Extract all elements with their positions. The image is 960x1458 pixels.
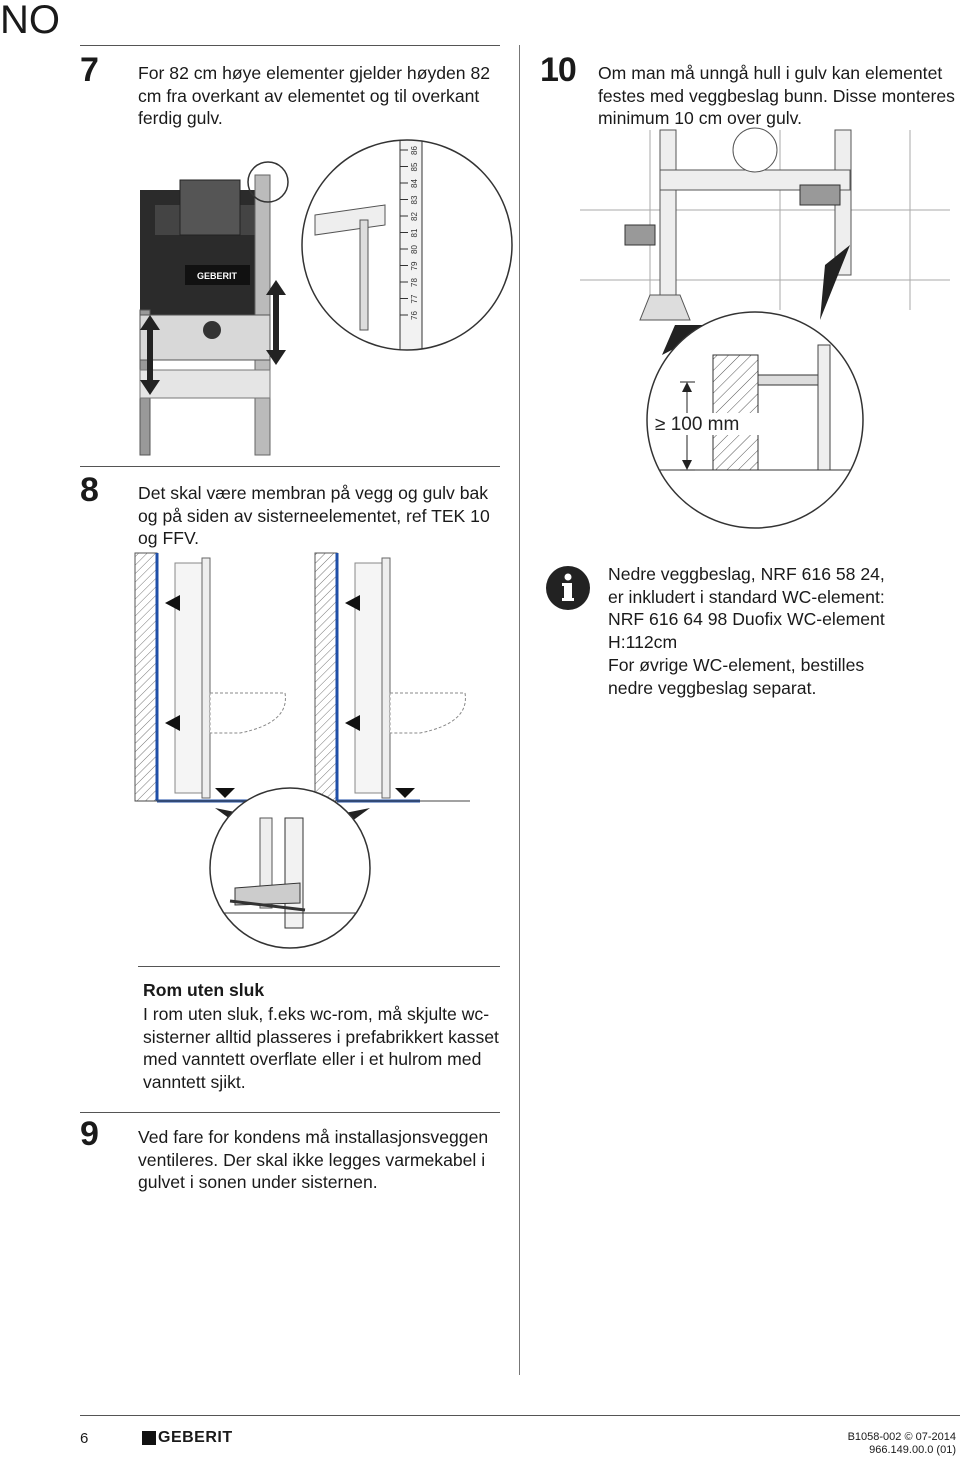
info-line-4: H:112cm (608, 632, 678, 653)
ruler (399, 140, 423, 350)
info-icon (546, 566, 590, 610)
ruler-tick-label: 86 (410, 146, 419, 155)
height-adjust-arrows (140, 280, 286, 395)
geberit-badge (185, 265, 250, 285)
step8-divider (80, 466, 500, 467)
info-line-6: nedre veggbeslag separat. (608, 677, 817, 698)
section-right (314, 552, 470, 803)
bracket-detail-circle (646, 311, 864, 529)
ruler-tick-label: 85 (410, 162, 419, 171)
info-line-5: For øvrige WC-element, bestilles (608, 654, 865, 675)
geberit-logo-text: GEBERIT (158, 1429, 233, 1446)
step-9-text: Ved fare for kondens må installasjonsveg… (138, 1127, 489, 1193)
doc-code: B1058-002 © 07-2014 (847, 1431, 956, 1443)
step-7-text: For 82 cm høye elementer gjelder høyden … (138, 63, 491, 129)
info-line-3: NRF 616 64 98 Duofix WC-element (608, 609, 885, 630)
ruler-tick-label: 79 (410, 261, 419, 270)
figure-8-membrane-sections (134, 552, 470, 949)
ruler-tick-label: 81 (410, 228, 419, 237)
step-9-number: 9 (80, 1115, 99, 1153)
room-heading: Rom uten sluk (143, 980, 265, 1000)
ruler-tick-label: 83 (410, 195, 419, 204)
step-8-number: 8 (80, 471, 99, 509)
detail-circle (301, 139, 513, 351)
ruler-tick-label: 77 (410, 294, 419, 303)
column-divider (519, 45, 520, 1375)
step-7-number: 7 (80, 51, 99, 89)
ruler-ticks: 76 77 78 79 80 81 82 83 84 85 86 (400, 146, 419, 320)
section-left (134, 552, 290, 803)
page-number: 6 (80, 1430, 89, 1447)
membrane-detail-circle (209, 787, 371, 949)
room-divider (138, 966, 500, 967)
info-line-2: er inkludert i standard WC-element: (608, 586, 885, 607)
step-8-text: Det skal være membran på vegg og gulv ba… (138, 483, 490, 549)
dimension-label: ≥ 100 mm (655, 414, 739, 435)
footer-rule (80, 1415, 960, 1416)
ruler-tick-label: 84 (410, 179, 419, 188)
info-note-text: Nedre veggbeslag, NRF 616 58 24, er inkl… (608, 563, 953, 699)
step-10-number: 10 (540, 51, 577, 89)
step9-divider (80, 1112, 500, 1113)
figure-10-wall-bracket: ≥ 100 mm (580, 127, 950, 529)
language-code: NO (0, 0, 60, 42)
info-line-1: Nedre veggbeslag, NRF 616 58 24, (608, 564, 885, 584)
geberit-badge-text: GEBERIT (197, 271, 238, 281)
room-body: I rom uten sluk, f.eks wc-rom, må skjult… (143, 1004, 499, 1093)
ruler-tick-label: 76 (410, 311, 419, 320)
ruler-tick-label: 78 (410, 278, 419, 287)
figure-7-frame-height: GEBERIT 76 77 78 79 80 81 82 83 84 85 86 (139, 139, 513, 456)
doc-ref: 966.149.00.0 (01) (869, 1444, 956, 1456)
ruler-tick-label: 82 (410, 212, 419, 221)
ruler-tick-label: 80 (410, 245, 419, 254)
step7-divider (80, 45, 500, 46)
step-10-text: Om man må unngå hull i gulv kan elemente… (598, 63, 955, 129)
geberit-logo-square (142, 1431, 156, 1445)
